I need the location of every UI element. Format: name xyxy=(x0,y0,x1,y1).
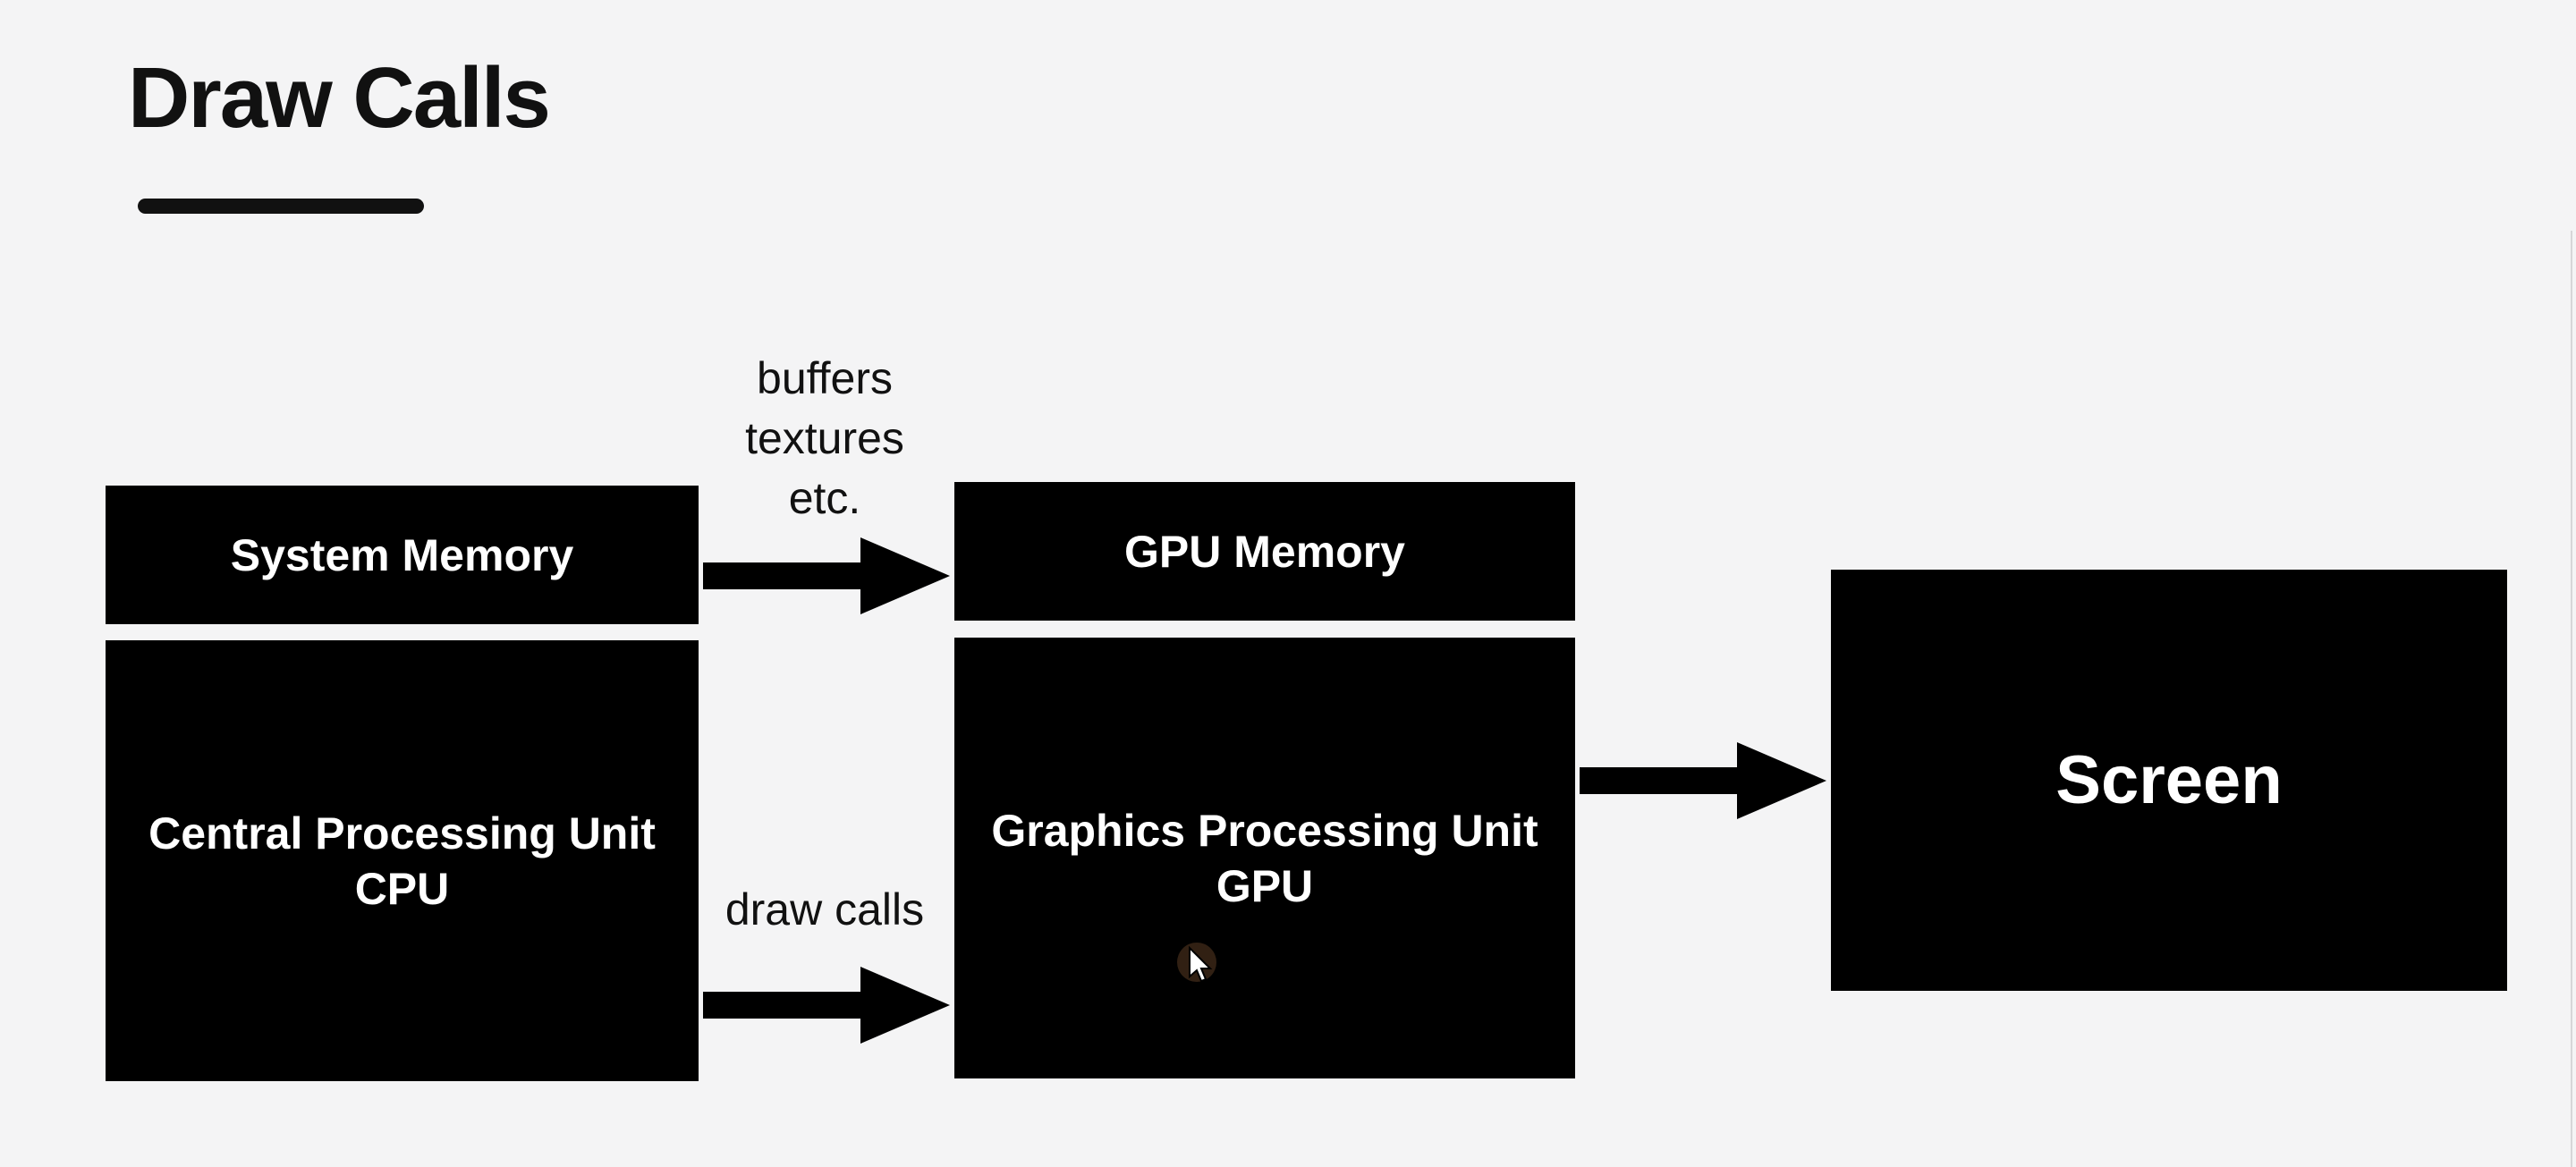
draw-calls-label: draw calls xyxy=(724,884,925,934)
gpu-label-line1: Graphics Processing Unit xyxy=(991,805,1538,856)
arrow-system-memory-to-gpu-memory xyxy=(703,537,950,614)
mouse-pointer-icon xyxy=(1177,943,1216,983)
cpu-label-line2: CPU xyxy=(354,863,450,914)
right-edge-line xyxy=(2571,231,2572,1167)
arrow-gpu-to-screen xyxy=(1580,742,1826,819)
system-memory-box: System Memory xyxy=(106,486,699,624)
cpu-box: Central Processing Unit CPU xyxy=(106,640,699,1081)
memory-transfer-label-line3: etc. xyxy=(788,473,861,523)
arrow-cpu-to-gpu-draw-calls xyxy=(703,967,950,1044)
screen-box: Screen xyxy=(1831,570,2507,991)
gpu-memory-label: GPU Memory xyxy=(1124,526,1405,577)
gpu-memory-box: GPU Memory xyxy=(954,482,1575,621)
slide-title: Draw Calls xyxy=(128,50,551,146)
gpu-box: Graphics Processing Unit GPU xyxy=(954,638,1575,1078)
gpu-label-line2: GPU xyxy=(1216,860,1314,911)
screen-label: Screen xyxy=(2055,741,2283,818)
cpu-label-line1: Central Processing Unit xyxy=(148,808,656,858)
memory-transfer-label-line2: textures xyxy=(745,413,904,463)
memory-transfer-label-line1: buffers xyxy=(757,353,893,403)
system-memory-label: System Memory xyxy=(230,529,574,580)
title-underline xyxy=(138,199,424,214)
memory-transfer-label: buffers textures etc. xyxy=(708,349,941,529)
